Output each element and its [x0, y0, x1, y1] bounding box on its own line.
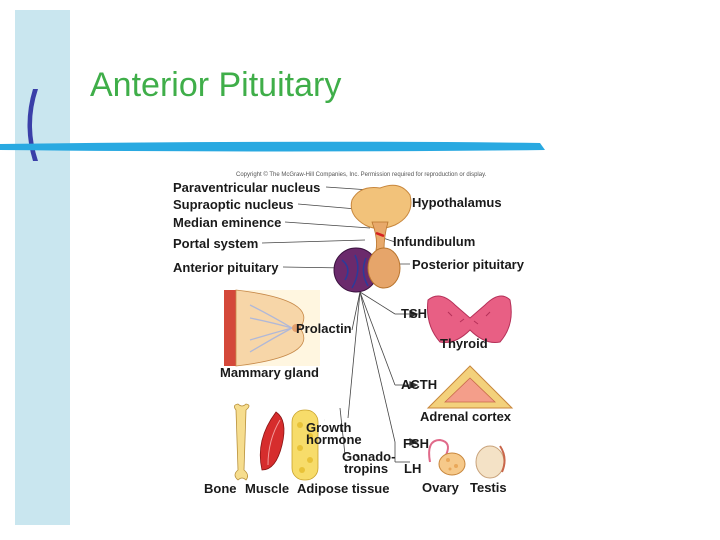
bone-muscle-adipose-illustration	[224, 403, 324, 481]
slide-title: Anterior Pituitary	[90, 66, 342, 104]
label-mammary-gland: Mammary gland	[220, 365, 319, 380]
label-tropins: tropins	[344, 461, 389, 476]
label-thyroid: Thyroid	[440, 336, 488, 351]
label-acth: ACTH	[401, 377, 438, 392]
label-ovary: Ovary	[422, 480, 459, 495]
mammary-gland-illustration	[224, 289, 320, 367]
thyroid-illustration	[420, 290, 515, 348]
label-adrenal-cortex: Adrenal cortex	[420, 409, 512, 424]
label-tsh: TSH	[401, 306, 427, 321]
label-anterior-pituitary: Anterior pituitary	[173, 260, 279, 275]
label-posterior-pituitary: Posterior pituitary	[412, 257, 524, 272]
label-growth: Growth	[306, 420, 352, 435]
label-bone: Bone	[204, 481, 237, 496]
label-median-eminence: Median eminence	[173, 215, 282, 230]
title-underline	[0, 141, 545, 152]
label-adipose-tissue: Adipose tissue	[297, 481, 390, 496]
label-fsh: FSH	[403, 436, 429, 451]
ovary-testis-illustration	[420, 432, 515, 482]
label-infundibulum: Infundibulum	[393, 234, 476, 249]
bracket-decoration	[27, 89, 38, 161]
label-gonado: Gonado-	[342, 449, 396, 464]
left-decorative-bar	[15, 10, 70, 525]
label-prolactin: Prolactin	[296, 321, 352, 336]
label-paraventricular-nucleus: Paraventricular nucleus	[173, 180, 321, 195]
label-hormone: hormone	[306, 432, 362, 447]
label-muscle: Muscle	[245, 481, 290, 496]
label-hypothalamus: Hypothalamus	[412, 195, 502, 210]
adrenal-cortex-illustration	[420, 363, 515, 415]
label-portal-system: Portal system	[173, 236, 259, 251]
copyright-notice: Copyright © The McGraw-Hill Companies, I…	[236, 172, 487, 178]
pituitary-gland-illustration	[333, 184, 412, 293]
label-lh: LH	[404, 461, 422, 476]
label-supraoptic-nucleus: Supraoptic nucleus	[173, 197, 294, 212]
label-testis: Testis	[470, 480, 507, 495]
